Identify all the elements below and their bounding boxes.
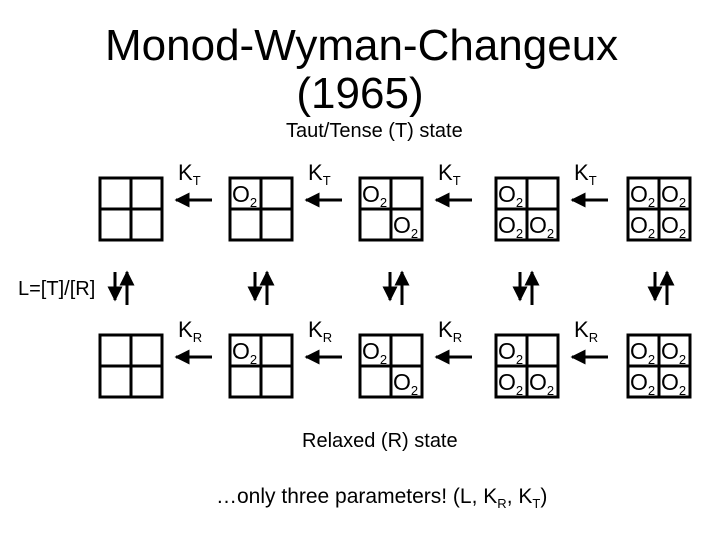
o2-label-r-4-3: O2 [661,369,687,398]
o2-label-r-3-0: O2 [498,338,524,367]
footer-sub-r: R [497,496,507,511]
k-label-t-1: KT [308,160,331,188]
o2-label-r-2-0: O2 [362,338,388,367]
o2-label-r-1-0: O2 [232,338,258,367]
o2-label-r-4-1: O2 [661,338,687,367]
o2-label-r-3-1: O2 [498,369,524,398]
k-label-r-2: KR [438,317,463,345]
k-label-t-2: KT [438,160,461,188]
l-equilibrium-label: L=[T]/[R] [18,278,96,300]
title-line-2: (1965) [296,69,424,118]
o2-label-t-3-1: O2 [498,212,524,241]
o2-label-t-3-2: O2 [529,212,555,241]
o2-label-t-1-0: O2 [232,181,258,210]
footer-sub-t: T [532,496,541,511]
footer-mid: , K [506,485,533,508]
o2-label-t-2-1: O2 [393,212,419,241]
t-state-label: Taut/Tense (T) state [286,120,463,142]
o2-label-r-3-2: O2 [529,369,555,398]
k-label-t-3: KT [574,160,597,188]
o2-label-t-2-0: O2 [362,181,388,210]
o2-label-r-4-2: O2 [630,369,656,398]
k-label-r-1: KR [308,317,333,345]
footer-prefix: …only three parameters! (L, K [216,485,498,508]
o2-label-t-3-0: O2 [498,181,524,210]
o2-label-r-2-1: O2 [393,369,419,398]
o2-label-t-4-2: O2 [630,212,656,241]
o2-label-t-4-0: O2 [630,181,656,210]
footer-suffix: ) [540,485,548,508]
k-label-t-0: KT [178,160,201,188]
title-line-1: Monod-Wyman-Changeux [105,21,619,70]
k-label-r-0: KR [178,317,203,345]
o2-label-r-4-0: O2 [630,338,656,367]
k-label-r-3: KR [574,317,599,345]
o2-label-t-4-3: O2 [661,212,687,241]
footer-note: …only three parameters! (L, KR, KT) [216,485,547,511]
r-state-label: Relaxed (R) state [302,430,458,452]
o2-label-t-4-1: O2 [661,181,687,210]
